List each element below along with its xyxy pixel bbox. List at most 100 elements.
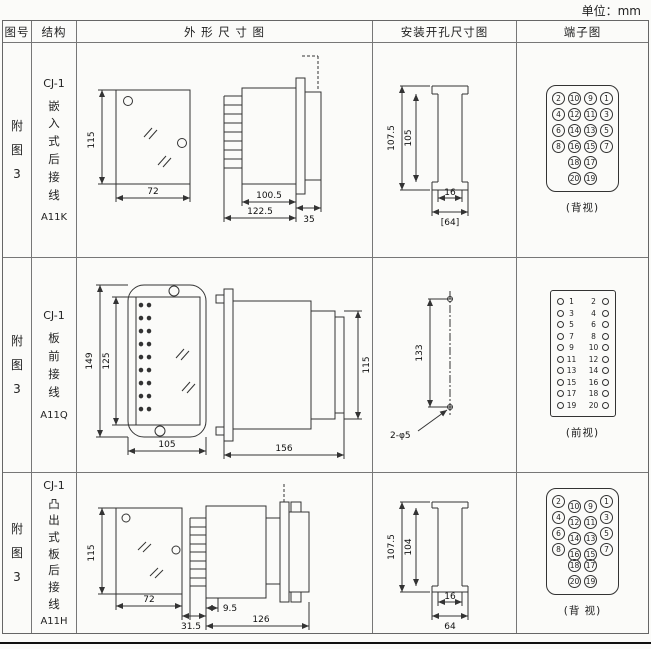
terminal-circle: 6: [552, 124, 565, 137]
model-label: CJ-1: [43, 309, 65, 323]
terminal-circle: 16: [568, 548, 581, 561]
dim-body-label: 100.5: [256, 191, 282, 201]
row2-mounting-cell: 133 2-φ5: [373, 258, 517, 473]
row2-outline-cell: 149 125 105: [77, 258, 373, 473]
dim-outer-label: 107.5: [387, 534, 397, 560]
spec-table: 图号 结构 外 形 尺 寸 图 安装开孔尺寸图 端子图 附图3 CJ-1 嵌入式…: [2, 20, 649, 634]
header-terminal: 端子图: [517, 21, 648, 43]
model-label: CJ-1: [43, 76, 65, 90]
terminal-number: 1: [569, 297, 574, 306]
row3-outline-cell: 115 72: [77, 473, 373, 633]
model-label: CJ-1: [43, 478, 65, 492]
page-bottom-rule: [0, 642, 651, 644]
mounting-diagram-a11q: 133 2-φ5: [390, 291, 453, 441]
view-label: (前视): [565, 427, 600, 439]
row3-mounting-cell: 107.5 104 16 64: [373, 473, 517, 633]
outline-diagram-a11q: 149 125 105: [85, 284, 372, 459]
fig-number: 附图3: [10, 522, 23, 584]
dim-height-label: 115: [87, 131, 97, 148]
dim-height-label: 115: [87, 544, 97, 561]
fig-number: 附图3: [10, 334, 23, 396]
terminal-dot: [601, 390, 609, 398]
front-view-dimensions: 149 125 105: [85, 284, 206, 455]
terminal-number: 14: [588, 366, 599, 375]
side-view-dimensions: 100.5 122.5 35: [223, 168, 321, 225]
terminal-number: 12: [588, 354, 599, 364]
dim-outer-label: 107.5: [387, 125, 397, 151]
terminal-circle: 7: [600, 543, 613, 556]
header-outline: 外 形 尺 寸 图: [77, 21, 373, 43]
terminal-circle: 5: [600, 124, 613, 137]
hole-spec-label: 2-φ5: [390, 431, 411, 441]
side-view: [215, 288, 344, 442]
terminal-circle: 2: [552, 495, 565, 508]
terminal-circle: 8: [552, 140, 565, 153]
terminal-circle: 4: [552, 108, 565, 121]
terminal-circle: 11: [584, 108, 597, 121]
terminal-dot: [556, 401, 564, 409]
terminal-dot: [601, 401, 609, 409]
dim-inner-label: 105: [404, 129, 414, 146]
terminal-dot: [556, 298, 564, 306]
dim-width-label: 72: [143, 595, 154, 605]
dim-span-label: [64]: [440, 218, 458, 228]
terminal-circle: 14: [568, 532, 581, 545]
fig-number: 附图3: [10, 119, 23, 181]
mounting-diagram-a11h: 107.5 104 16 64: [387, 501, 468, 632]
view-label: (背视): [565, 202, 600, 214]
dim-width-label: 72: [147, 187, 158, 197]
mounting-diagram-a11k: 107.5 105 16 [64]: [387, 85, 468, 228]
terminal-dot: [601, 344, 609, 352]
row1-fig-cell: 附图3: [3, 43, 32, 258]
header-fig-no: 图号: [3, 21, 32, 43]
view-label: (背 视): [563, 605, 602, 617]
terminal-number: 2: [591, 297, 596, 306]
structure-name: 嵌入式后接线: [48, 98, 60, 202]
dim-length-label: 156: [275, 444, 292, 454]
dim-inner-label: 104: [404, 538, 414, 555]
terminal-dot: [601, 321, 609, 329]
row3-structure-cell: CJ-1 凸出式板后接线 A11H: [32, 473, 77, 633]
terminal-circle: 20: [568, 172, 581, 185]
side-view-dimensions: 31.5 9.5 126: [180, 586, 309, 632]
unit-label: 单位：mm: [581, 4, 641, 18]
terminal-number: 20: [588, 400, 599, 410]
side-view: [189, 484, 309, 603]
terminal-circle: 2: [552, 92, 565, 105]
terminal-circle: 14: [568, 124, 581, 137]
side-view-dimensions: 156 115: [223, 310, 372, 459]
terminal-circle: 12: [568, 516, 581, 529]
terminal-circle: 1: [600, 92, 613, 105]
mounting-dimensions: 107.5 104 16 64: [387, 501, 468, 632]
terminal-number: 9: [569, 343, 574, 352]
terminal-dot: [601, 309, 609, 317]
mounting-dimensions: 107.5 105 16 [64]: [387, 85, 468, 228]
terminal-number: 13: [566, 366, 577, 375]
terminal-dot: [556, 344, 564, 352]
terminal-number: 8: [591, 331, 596, 341]
terminal-circle: 19: [584, 575, 597, 588]
dim-gap-label: 9.5: [222, 604, 236, 614]
outline-diagram-a11k: 115 72: [87, 55, 321, 225]
terminal-circle: 3: [600, 108, 613, 121]
row1-mounting-cell: 107.5 105 16 [64]: [373, 43, 517, 258]
terminal-dot: [556, 390, 564, 398]
terminal-number: 10: [588, 343, 599, 352]
dim-width-label: 105: [158, 440, 175, 450]
terminal-circle: 10: [568, 92, 581, 105]
terminal-circle: 3: [600, 511, 613, 524]
hole-layout: 133 2-φ5: [390, 291, 453, 441]
terminal-number: 4: [591, 308, 596, 318]
dim-outer-h-label: 149: [85, 352, 95, 369]
terminal-circle: 9: [584, 500, 597, 513]
terminal-number: 16: [588, 377, 599, 387]
terminal-circle: 12: [568, 108, 581, 121]
dim-slot-label: 16: [444, 188, 456, 198]
row2-structure-cell: CJ-1 板前接线 A11Q: [32, 258, 77, 473]
terminal-dot: [601, 355, 609, 363]
terminal-number: 15: [566, 377, 577, 387]
